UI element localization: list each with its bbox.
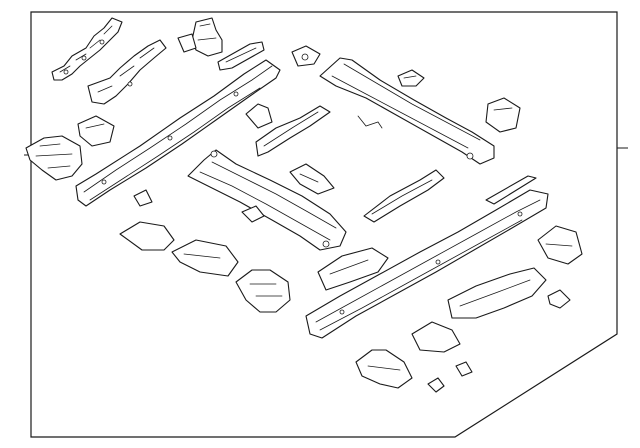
part-right-lower-bracket[interactable] [447, 225, 583, 319]
part-lower-left-bracket[interactable] [119, 221, 239, 277]
part-upper-center-bracket[interactable] [87, 39, 167, 105]
part-left-sill-rail[interactable] [75, 59, 281, 207]
part-small-tab-b[interactable] [289, 163, 335, 195]
part-upper-left-bracket[interactable] [51, 17, 123, 81]
part-small-clip-lower[interactable] [133, 189, 153, 207]
part-mid-left-bracket[interactable] [77, 115, 115, 147]
part-left-end-bracket[interactable] [25, 135, 83, 181]
part-upper-clip[interactable] [217, 41, 265, 71]
part-bottom-brackets[interactable] [355, 289, 571, 393]
part-bent-clip[interactable] [357, 115, 383, 129]
part-upper-cross-member[interactable] [255, 105, 331, 157]
part-tower-bracket[interactable] [177, 17, 223, 57]
part-lower-mid-bracket[interactable] [317, 247, 389, 291]
part-center-right-rail[interactable] [363, 169, 445, 223]
part-long-strip[interactable] [485, 175, 537, 205]
part-small-square-bracket[interactable] [291, 45, 321, 67]
part-rear-cross-member[interactable] [319, 57, 495, 165]
part-lower-center-bracket[interactable] [235, 269, 291, 313]
part-small-tab-a[interactable] [245, 103, 273, 129]
part-right-side-rail[interactable] [305, 189, 549, 339]
part-small-clip-center[interactable] [241, 205, 265, 223]
part-top-right-clip[interactable] [397, 69, 425, 87]
part-right-bracket[interactable] [485, 97, 521, 133]
